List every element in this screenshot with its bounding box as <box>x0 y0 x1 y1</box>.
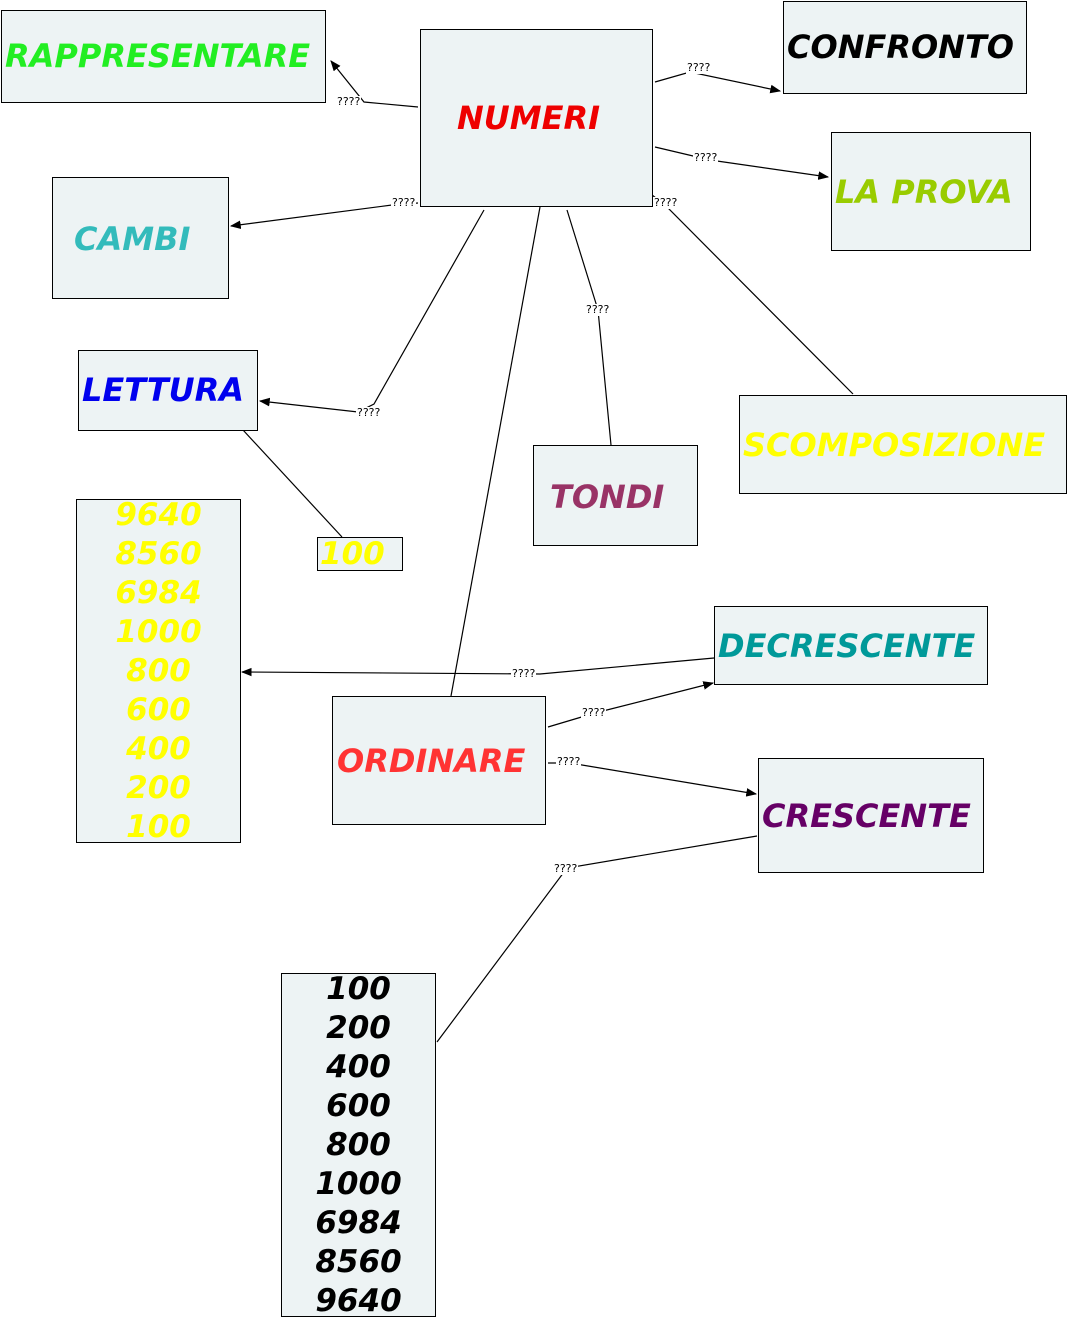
crescente-number: 8560 <box>315 1244 402 1280</box>
crescente-number: 400 <box>326 1049 391 1085</box>
link-label-rappresentare: ???? <box>336 95 362 108</box>
node-la-prova-label: LA PROVA <box>835 173 1013 211</box>
node-ordinare[interactable]: ORDINARE <box>332 696 546 825</box>
link-label-cambi: ???? <box>391 196 417 209</box>
link-label-scomposizione: ???? <box>653 196 679 209</box>
node-scomposizione[interactable]: SCOMPOSIZIONE <box>739 395 1067 494</box>
crescente-number: 200 <box>326 1010 391 1046</box>
link-label-crescente-list: ???? <box>553 862 579 875</box>
link-label-tondi: ???? <box>585 303 611 316</box>
link-crescente-list <box>436 835 758 1043</box>
node-crescente-list[interactable]: 100 200 400 600 800 1000 6984 8560 9640 <box>281 971 436 1319</box>
decrescente-number: 100 <box>126 809 191 845</box>
link-cambi <box>229 202 419 230</box>
node-ordinare-label: ORDINARE <box>337 742 526 780</box>
decrescente-number: 800 <box>126 653 191 689</box>
link-label-confronto: ???? <box>686 61 712 74</box>
link-la-prova <box>654 146 830 180</box>
link-label-decrescente: ???? <box>581 706 607 719</box>
node-decrescente-list[interactable]: 9640 8560 6984 1000 800 600 400 200 100 <box>76 497 241 845</box>
node-box-100-label: 100 <box>320 536 385 572</box>
link-rappresentare <box>330 60 419 108</box>
crescente-number: 600 <box>326 1088 391 1124</box>
node-lettura[interactable]: LETTURA <box>78 350 258 431</box>
node-numeri[interactable]: NUMERI <box>420 29 653 207</box>
node-crescente[interactable]: CRESCENTE <box>758 758 984 873</box>
link-confronto <box>654 71 782 94</box>
link-ordinare <box>450 206 541 697</box>
node-box-100[interactable]: 100 <box>317 536 403 572</box>
node-decrescente-label: DECRESCENTE <box>718 627 976 665</box>
link-box-100 <box>242 429 343 538</box>
crescente-number: 100 <box>326 971 391 1007</box>
link-label-decrescente-list: ???? <box>511 667 537 680</box>
node-cambi-label: CAMBI <box>74 220 191 258</box>
node-tondi[interactable]: TONDI <box>533 445 698 546</box>
node-numeri-label: NUMERI <box>457 99 601 137</box>
node-rappresentare[interactable]: RAPPRESENTARE <box>1 10 326 103</box>
decrescente-number: 8560 <box>115 536 202 572</box>
link-decrescente <box>547 681 715 728</box>
node-confronto[interactable]: CONFRONTO <box>783 1 1027 94</box>
crescente-number: 1000 <box>315 1166 402 1202</box>
link-label-crescente: ???? <box>556 755 582 768</box>
link-scomposizione <box>651 194 854 395</box>
node-tondi-label: TONDI <box>550 478 665 516</box>
node-la-prova[interactable]: LA PROVA <box>831 132 1031 251</box>
decrescente-number: 400 <box>126 731 191 767</box>
link-lettura <box>258 209 485 413</box>
node-confronto-label: CONFRONTO <box>787 28 1014 66</box>
decrescente-number: 6984 <box>115 575 202 611</box>
node-rappresentare-label: RAPPRESENTARE <box>5 37 311 75</box>
crescente-number: 9640 <box>315 1283 402 1319</box>
node-lettura-label: LETTURA <box>82 371 245 409</box>
crescente-number: 800 <box>326 1127 391 1163</box>
decrescente-number: 9640 <box>115 497 202 533</box>
decrescente-number: 1000 <box>115 614 202 650</box>
link-label-la-prova: ???? <box>693 151 719 164</box>
decrescente-number: 600 <box>126 692 191 728</box>
decrescente-number: 200 <box>126 770 191 806</box>
node-crescente-label: CRESCENTE <box>762 797 971 835</box>
node-decrescente[interactable]: DECRESCENTE <box>714 606 988 685</box>
link-tondi <box>566 209 612 446</box>
node-cambi[interactable]: CAMBI <box>52 177 229 299</box>
crescente-number: 6984 <box>315 1205 402 1241</box>
link-label-lettura: ???? <box>356 406 382 419</box>
link-decrescente-list <box>240 657 715 677</box>
node-scomposizione-label: SCOMPOSIZIONE <box>743 426 1046 464</box>
